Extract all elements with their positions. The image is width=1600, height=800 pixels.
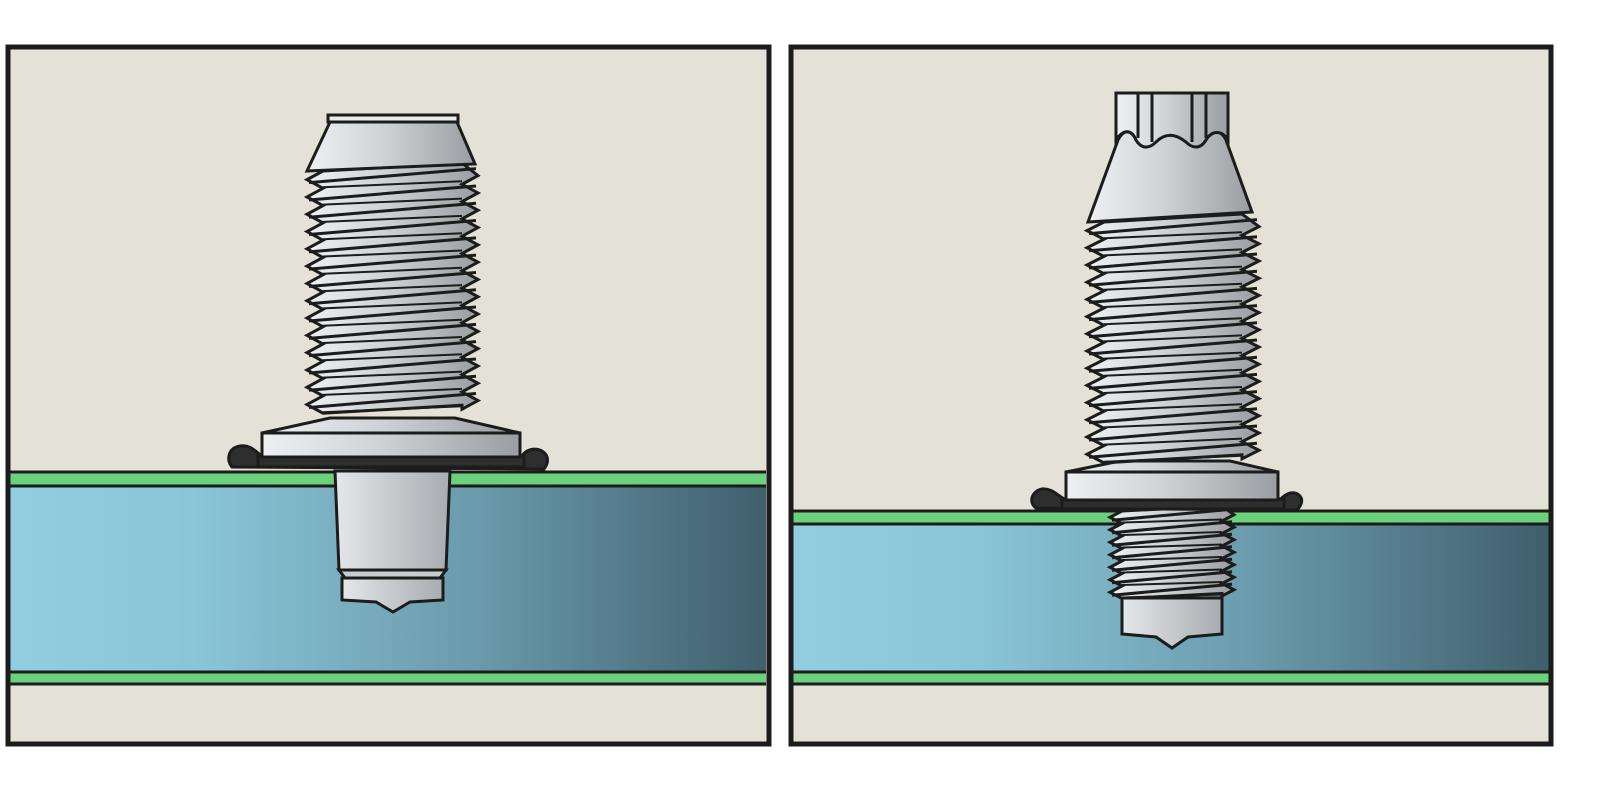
- fastener-engaged-threads: [1106, 504, 1238, 601]
- thread-helix-line: [308, 392, 477, 410]
- thread-crest-line: [322, 197, 463, 206]
- thread-crest-line: [1103, 334, 1243, 343]
- thread-helix-line: [308, 305, 477, 323]
- thread-helix-line: [1088, 269, 1258, 287]
- thread-helix-line: [1111, 557, 1233, 572]
- thread-helix-line: [1088, 321, 1258, 339]
- thread-crest-line: [322, 266, 463, 275]
- thread-crest-line: [1103, 454, 1243, 463]
- thread-helix-line: [1111, 545, 1233, 560]
- thread-crest-line: [1103, 265, 1243, 274]
- thread-crest-line: [1121, 568, 1223, 574]
- panel-left: [5, 44, 772, 747]
- thread-crest-line: [322, 214, 463, 223]
- thread-helix-line: [1088, 286, 1258, 304]
- thread-helix-line: [308, 236, 477, 254]
- thread-helix-line: [308, 253, 477, 271]
- thread-helix-line: [1088, 338, 1258, 356]
- fastener-head: [1085, 91, 1255, 224]
- thread-helix-line: [308, 201, 477, 219]
- thread-crest-line: [322, 405, 463, 414]
- thread-helix-line: [1088, 407, 1258, 425]
- fastener-tip: [1120, 596, 1224, 650]
- thread-helix-line: [1088, 355, 1258, 373]
- thread-helix-line: [1111, 507, 1233, 522]
- thread-crest-line: [1103, 368, 1243, 377]
- fastener-flange: [260, 416, 522, 459]
- thread-helix-line: [308, 357, 477, 375]
- thread-helix-line: [308, 340, 477, 358]
- fastener-shank: [333, 469, 452, 614]
- thread-crest-line: [1103, 282, 1243, 291]
- fastener-tip: [340, 576, 445, 614]
- thread-crest-line: [1121, 543, 1223, 549]
- bottom-film-layer: [9, 670, 766, 686]
- thread-helix-line: [1088, 390, 1258, 408]
- thread-crest-line: [322, 370, 463, 379]
- bottom-film-layer: [793, 670, 1549, 686]
- thread-crest-line: [1103, 420, 1243, 429]
- thread-helix-line: [1088, 304, 1258, 322]
- thread-helix-line: [308, 374, 477, 392]
- thread-helix-line: [308, 322, 477, 340]
- thread-helix-line: [1111, 570, 1233, 585]
- thread-helix-line: [1111, 520, 1233, 535]
- thread-crest-line: [1121, 531, 1223, 536]
- thread-helix-line: [1088, 424, 1258, 442]
- thread-helix-line: [1111, 532, 1233, 547]
- thread-helix-line: [1111, 582, 1233, 597]
- thread-crest-line: [322, 387, 463, 396]
- panel-left-frame: [5, 44, 772, 747]
- thread-crest-line: [1121, 581, 1223, 586]
- fastener-flange: [1064, 459, 1280, 502]
- thread-crest-line: [1103, 386, 1243, 394]
- thread-helix-line: [308, 219, 477, 237]
- thread-crest-line: [322, 318, 463, 327]
- thread-helix-line: [1088, 372, 1258, 390]
- thread-crest-line: [1103, 317, 1243, 326]
- thread-helix-line: [308, 288, 477, 306]
- thread-helix-line: [1088, 252, 1258, 270]
- thread-crest-line: [322, 249, 463, 258]
- fastener-head: [304, 113, 478, 173]
- fastener-mandrel-splines: [1114, 91, 1230, 149]
- thread-crest-line: [1103, 403, 1243, 412]
- thread-helix-line: [1088, 218, 1258, 236]
- thread-crest-line: [1121, 556, 1223, 561]
- thread-crest-line: [322, 232, 463, 241]
- thread-crest-line: [1103, 351, 1243, 360]
- panel-right-frame: [788, 44, 1554, 747]
- thread-helix-line: [1088, 441, 1258, 459]
- thread-crest-line: [1103, 437, 1243, 446]
- thread-crest-line: [322, 301, 463, 310]
- panel-right: [788, 44, 1554, 747]
- thread-crest-line: [322, 336, 463, 344]
- thread-helix-line: [308, 270, 477, 288]
- thread-crest-line: [1121, 518, 1223, 524]
- fastener-threads: [1083, 212, 1263, 465]
- thread-crest-line: [1103, 231, 1243, 240]
- thread-helix-line: [308, 167, 477, 185]
- thread-crest-line: [322, 284, 463, 293]
- fastener-threads: [303, 161, 482, 415]
- thread-helix-line: [1088, 235, 1258, 253]
- thread-crest-line: [322, 353, 463, 362]
- thread-crest-line: [1103, 248, 1243, 257]
- thread-crest-line: [322, 180, 463, 189]
- thread-crest-line: [1103, 300, 1243, 308]
- thread-helix-line: [308, 184, 477, 202]
